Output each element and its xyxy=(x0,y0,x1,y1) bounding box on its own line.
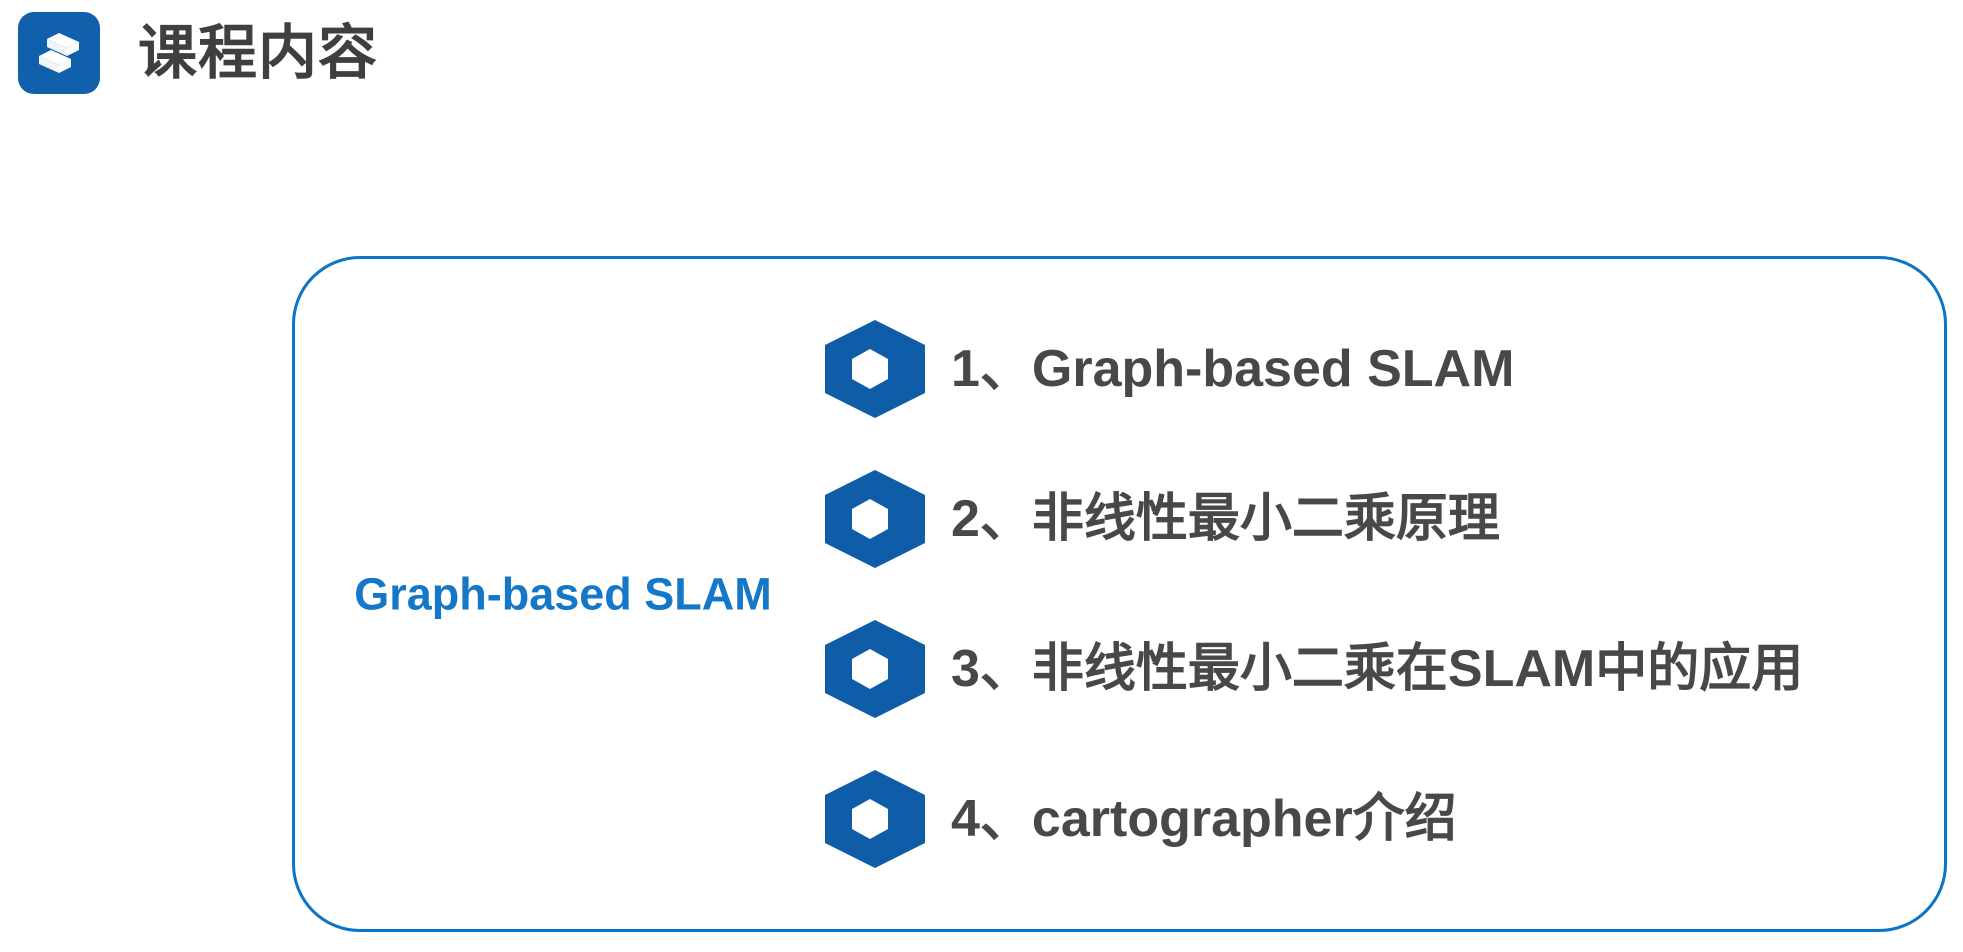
hexagon-bullet-icon xyxy=(825,770,925,868)
list-item[interactable]: 4、cartographer介绍 xyxy=(825,770,1944,868)
slide-header: 课程内容 xyxy=(18,10,378,96)
list-item[interactable]: 3、非线性最小二乘在SLAM中的应用 xyxy=(825,620,1944,718)
list-item-label: 3、非线性最小二乘在SLAM中的应用 xyxy=(951,640,1804,698)
section-label: Graph-based SLAM xyxy=(354,568,772,620)
list-item[interactable]: 2、非线性最小二乘原理 xyxy=(825,470,1944,568)
sherpa-cube-logo-icon xyxy=(31,25,87,81)
course-content-card: Graph-based SLAM 1、Graph-based SLAM 2、非线… xyxy=(292,256,1947,932)
app-logo-tile xyxy=(18,12,100,94)
hexagon-bullet-icon xyxy=(825,620,925,718)
list-item-label: 4、cartographer介绍 xyxy=(951,790,1457,848)
list-item-label: 2、非线性最小二乘原理 xyxy=(951,490,1500,548)
page-title: 课程内容 xyxy=(138,19,379,86)
hexagon-bullet-icon xyxy=(825,320,925,418)
topic-list: 1、Graph-based SLAM 2、非线性最小二乘原理 3、非线性最小二乘… xyxy=(825,283,1944,905)
hexagon-bullet-icon xyxy=(825,470,925,568)
list-item-label: 1、Graph-based SLAM xyxy=(951,340,1515,398)
list-item[interactable]: 1、Graph-based SLAM xyxy=(825,320,1944,418)
